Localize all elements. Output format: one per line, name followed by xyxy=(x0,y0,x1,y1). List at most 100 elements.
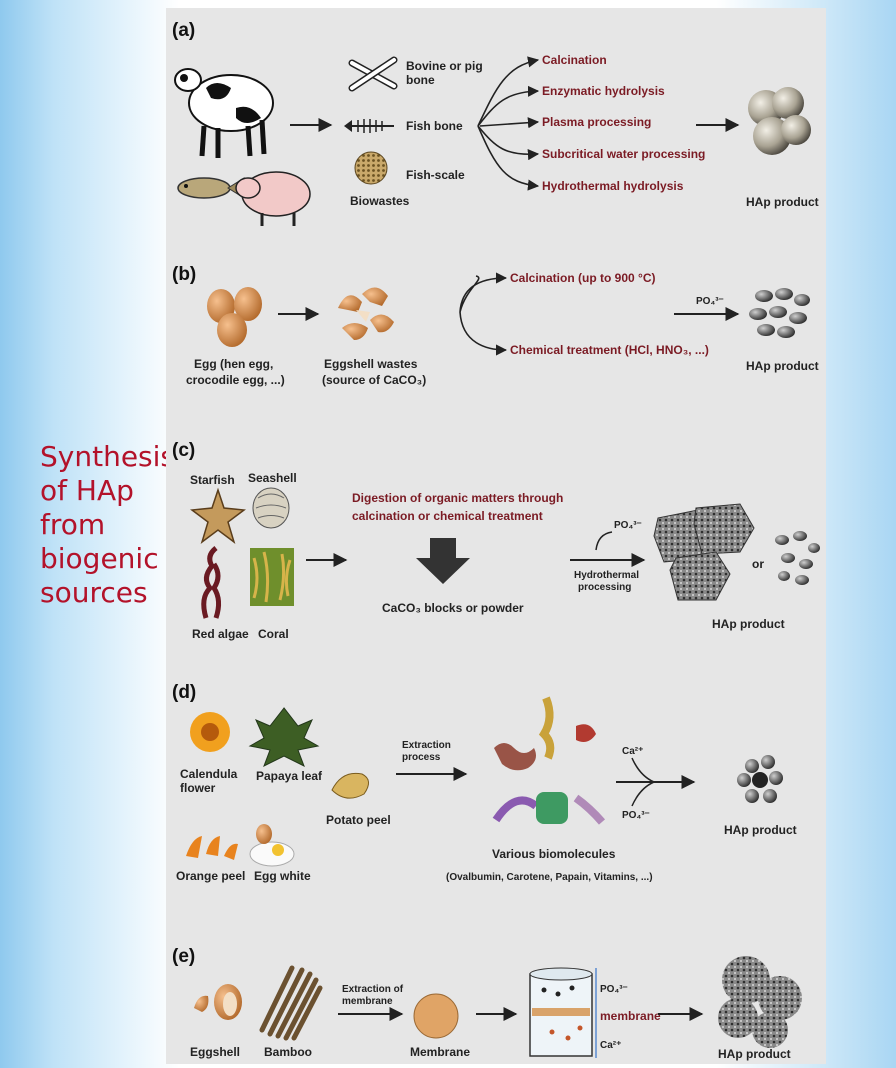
source-label: Orange peel xyxy=(176,869,245,883)
figure: (a) xyxy=(166,8,826,1064)
reagent-label: PO₄³⁻ xyxy=(622,810,650,821)
fish-scale-icon xyxy=(355,152,387,184)
potato-peel-icon xyxy=(332,773,369,798)
panel-e-label: (e) xyxy=(172,946,195,967)
route-label: Subcritical water processing xyxy=(542,147,705,161)
cell-label: Ca²⁺ xyxy=(600,1040,621,1051)
or-label: or xyxy=(752,557,764,571)
source-label: Fish-scale xyxy=(406,168,465,182)
panel-c: (c) Starfish Seashell Red algae Coral Di… xyxy=(172,440,820,641)
hap-particles-icon xyxy=(775,531,820,585)
hap-spheres-icon xyxy=(748,87,811,155)
orange-peel-icon xyxy=(186,836,238,860)
biomolecules-list: (Ovalbumin, Carotene, Papain, Vitamins, … xyxy=(446,872,653,883)
reagent-label: PO₄³⁻ xyxy=(614,520,642,531)
source-label: Bamboo xyxy=(264,1045,312,1059)
red-algae-icon xyxy=(204,548,219,618)
source-label: Starfish xyxy=(190,473,235,487)
hap-blocks-icon xyxy=(654,504,754,600)
product-label: HAp product xyxy=(746,359,819,373)
product-label: HAp product xyxy=(724,823,797,837)
panel-c-label: (c) xyxy=(172,440,195,461)
route-label: Chemical treatment (HCl, HNO₃, ...) xyxy=(510,343,709,357)
process-label: membrane xyxy=(342,996,393,1007)
egg-label: crocodile egg, ...) xyxy=(186,373,285,387)
route-label: Plasma processing xyxy=(542,115,651,129)
egg-white-icon xyxy=(250,824,294,866)
egg-label: Egg (hen egg, xyxy=(194,357,273,371)
route-label: Hydrothermal hydrolysis xyxy=(542,179,684,193)
seashell-icon xyxy=(253,488,289,528)
source-label: Seashell xyxy=(248,471,297,485)
product-label: HAp product xyxy=(712,617,785,631)
intermediate-label: CaCO₃ blocks or powder xyxy=(382,601,524,615)
product-label: HAp product xyxy=(746,195,819,209)
reagent-label: Ca²⁺ xyxy=(622,746,643,757)
reagent-arrow xyxy=(596,532,612,550)
product-label: HAp product xyxy=(718,1047,791,1061)
source-label: Papaya leaf xyxy=(256,769,323,783)
hap-clusters-icon xyxy=(718,956,802,1048)
biomolecules-icon xyxy=(494,698,602,824)
biowastes-label: Biowastes xyxy=(350,194,410,208)
hap-particles-icon xyxy=(737,755,783,803)
biomolecules-label: Various biomolecules xyxy=(492,847,616,861)
process-label: Hydrothermal xyxy=(574,570,639,581)
fish-bone-icon xyxy=(344,119,394,133)
egg-icon xyxy=(207,287,262,347)
source-label: Coral xyxy=(258,627,289,641)
eggshell-icon xyxy=(194,984,242,1020)
membrane-icon xyxy=(414,994,458,1038)
source-label: Eggshell xyxy=(190,1045,240,1059)
panel-b: (b) Egg (hen egg, crocodile egg, ...) Eg… xyxy=(172,264,819,387)
panel-b-label: (b) xyxy=(172,264,196,285)
process-label: processing xyxy=(578,582,631,593)
diagram-svg: (a) xyxy=(166,8,826,1064)
process-label: process xyxy=(402,752,441,763)
hap-particles-icon xyxy=(749,288,810,338)
side-title-line: from xyxy=(40,508,180,542)
cell-label: membrane xyxy=(600,1009,661,1023)
source-label: Fish bone xyxy=(406,119,463,133)
membrane-label: Membrane xyxy=(410,1045,470,1059)
reagent-label: PO₄³⁻ xyxy=(696,296,724,307)
starfish-icon xyxy=(192,490,244,542)
route-label: Calcination (up to 900 °C) xyxy=(510,271,655,285)
panel-a-label: (a) xyxy=(172,20,195,41)
route-arrows xyxy=(478,60,538,186)
bone-icon xyxy=(352,60,394,88)
source-label: Egg white xyxy=(254,869,311,883)
panel-d-label: (d) xyxy=(172,682,196,703)
source-label: flower xyxy=(180,781,216,795)
side-title-line: sources xyxy=(40,576,180,610)
pig-icon xyxy=(236,172,310,226)
source-label: Red algae xyxy=(192,627,249,641)
side-title-line: Synthesis xyxy=(40,440,180,474)
fish-icon xyxy=(178,178,244,198)
papaya-leaf-icon xyxy=(250,708,318,766)
eggshell-icon xyxy=(338,287,394,340)
bamboo-icon xyxy=(262,968,320,1038)
eggshell-label: (source of CaCO₃) xyxy=(322,373,426,387)
cell-label: PO₄³⁻ xyxy=(600,984,628,995)
source-label: Calendula xyxy=(180,767,238,781)
source-label: bone xyxy=(406,73,435,87)
side-title: Synthesis of HAp from biogenic sources xyxy=(40,440,180,610)
process-label: Extraction xyxy=(402,740,451,751)
calendula-flower-icon xyxy=(190,712,230,752)
panel-e: (e) Eggshell Bamboo Extraction of membra… xyxy=(172,946,802,1061)
eggshell-label: Eggshell wastes xyxy=(324,357,418,371)
route-label: Calcination xyxy=(542,53,607,67)
step-label: Digestion of organic matters through xyxy=(352,491,563,505)
reagent-arrow xyxy=(632,782,654,806)
route-label: Enzymatic hydrolysis xyxy=(542,84,665,98)
reaction-cell-icon xyxy=(530,968,596,1058)
step-label: calcination or chemical treatment xyxy=(352,509,543,523)
side-title-line: of HAp xyxy=(40,474,180,508)
process-label: Extraction of xyxy=(342,984,404,995)
down-arrow-icon xyxy=(416,538,470,584)
route-arrows xyxy=(460,276,506,350)
panel-d: (d) Calendula flower Papaya leaf Potato … xyxy=(172,682,797,883)
panel-a: (a) xyxy=(172,20,819,226)
